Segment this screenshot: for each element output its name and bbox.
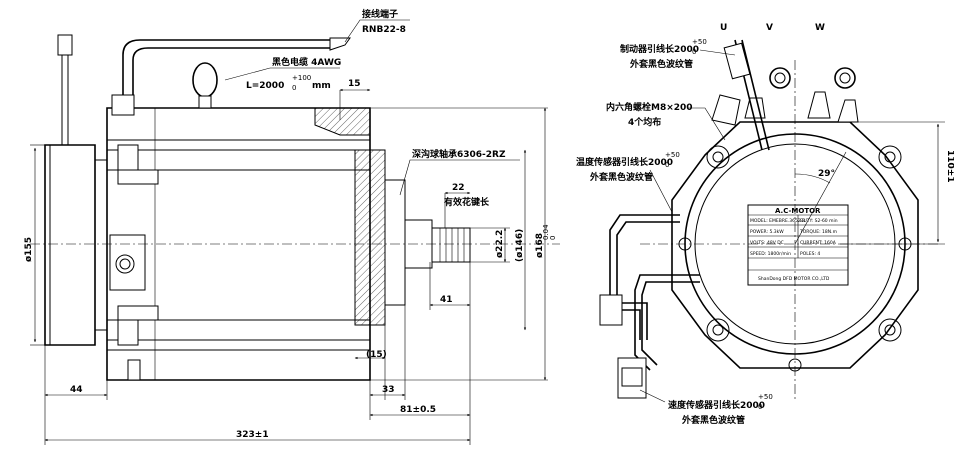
brake-wire-label: 制动器引线长2000: [620, 43, 699, 55]
shaft: [405, 219, 433, 269]
phase-v: V: [766, 23, 773, 33]
terminal-label: 接线端子: [362, 8, 398, 20]
speed-wire-tol-lower: 0: [758, 403, 762, 411]
cable-gland: [111, 94, 135, 116]
dim-15-top: 15: [348, 79, 361, 89]
terminal-lug: [329, 37, 351, 51]
speed-connector: [617, 357, 647, 399]
encoder-cable: [61, 55, 69, 145]
brake-wire-tol-lower: 0: [692, 48, 696, 56]
cable-length-tol-upper: +100: [292, 74, 311, 82]
spline-length-label: 有效花键长: [444, 196, 490, 208]
front-flange-section: [354, 149, 386, 326]
bearing-leader: [399, 159, 520, 196]
bearing: [385, 179, 406, 306]
nameplate: A.C-MOTOR MODEL: EMEBRE.3652-B DUTY: S2-…: [747, 204, 849, 286]
speed-wire-label: 速度传感器引线长2000: [668, 399, 765, 411]
nameplate-torque: TORQUE: 18N.m: [799, 229, 837, 235]
nameplate-duty: DUTY: S2-60 min: [800, 218, 838, 224]
bearing-label: 深沟球轴承6306-2RZ: [412, 148, 506, 160]
dia-146: (ø146): [515, 229, 525, 262]
phase-w: W: [815, 23, 825, 33]
temp-connector: [599, 294, 623, 326]
nameplate-model: MODEL: EMEBRE.3652-B: [750, 218, 805, 224]
nameplate-border: [747, 204, 849, 286]
bolt-leader: [688, 107, 726, 141]
nameplate-current: CURRENT: 160A: [800, 240, 837, 246]
nameplate-title: A.C-MOTOR: [775, 207, 821, 215]
end-view: A.C-MOTOR MODEL: EMEBRE.3652-B DUTY: S2-…: [576, 23, 954, 426]
dim-81: 81±0.5: [400, 405, 436, 415]
angle-label: 29°: [818, 169, 835, 179]
temp-wire-tol-lower: 0: [665, 161, 669, 169]
bolt-lugs: [678, 145, 912, 372]
temp-wire-conduit: [609, 214, 680, 340]
dim-41: 41: [440, 295, 453, 305]
cable-length-unit: mm: [312, 81, 331, 91]
cable-length: L=2000: [246, 81, 284, 91]
dim-44: 44: [70, 385, 83, 395]
phase-u: U: [720, 23, 727, 33]
angle-arc: [794, 173, 831, 184]
dia-22-2: ø22.2: [495, 230, 505, 258]
side-view: 接线端子 RNB22-8 黑色电缆 4AWG L=2000 +100 0 mm …: [24, 8, 560, 445]
dim-22: 22: [452, 183, 465, 193]
nameplate-poles: POLES: 4: [800, 251, 820, 257]
dim-323: 323±1: [236, 430, 269, 440]
dia-155: ø155: [24, 237, 34, 262]
brake-leader: [699, 49, 736, 56]
bolt-label: 内六角螺栓M8×200: [606, 101, 693, 113]
brake-connector: [723, 42, 751, 80]
temp-wire-sleeve: 外套黑色波纹管: [589, 171, 653, 183]
phase-terminals: [711, 67, 859, 126]
dim-110: 110±1: [945, 150, 954, 183]
angle-ray: [794, 151, 847, 245]
temp-wire-tol-upper: +50: [665, 151, 680, 159]
cable-label: 黑色电缆 4AWG: [272, 56, 341, 68]
temp-wire-label: 温度传感器引线长2000: [576, 156, 673, 168]
terminal-model: RNB22-8: [362, 25, 406, 35]
lifting-eye: [192, 62, 218, 98]
dim-15-bottom: (15): [366, 350, 387, 360]
speed-leader: [639, 389, 666, 403]
tie-rod-nut: [117, 144, 139, 171]
nameplate-power: POWER: 5.3kW: [750, 229, 784, 235]
nameplate-speed: SPEED: 1800r/min: [750, 251, 791, 257]
dia-168-tol-lower: 0: [549, 236, 557, 240]
nameplate-maker: ShanDong DFD MOTOR CO.,LTD: [758, 276, 830, 282]
terminal-leader: [344, 19, 410, 43]
encoder-cap: [115, 254, 135, 274]
encoder-box: [109, 234, 146, 291]
encoder-connector: [57, 34, 73, 56]
front-flange-top-section: [314, 107, 371, 136]
nameplate-volts: VOLTS: 48V DC: [750, 240, 784, 246]
spline-shaft: [432, 227, 471, 263]
rear-cap: [44, 144, 96, 346]
speed-wire-tol-upper: +50: [758, 393, 773, 401]
bolt-count: 4个均布: [628, 116, 661, 128]
power-cable: [122, 39, 330, 95]
end-flange: [94, 159, 108, 331]
dim-33: 33: [382, 385, 395, 395]
dia-168: ø168: [535, 233, 545, 258]
cable-leader: [224, 67, 271, 81]
temp-leader: [649, 169, 673, 213]
brake-wire-sleeve: 外套黑色波纹管: [629, 58, 693, 70]
dia-168-tol-upper: 0.04: [542, 224, 550, 240]
speed-wire-conduit: [634, 274, 700, 371]
brake-wire-tol-upper: +50: [692, 38, 707, 46]
cable-length-tol-lower: 0: [292, 84, 296, 92]
tie-rod-nut: [117, 319, 139, 346]
speed-wire-sleeve: 外套黑色波纹管: [681, 414, 745, 426]
